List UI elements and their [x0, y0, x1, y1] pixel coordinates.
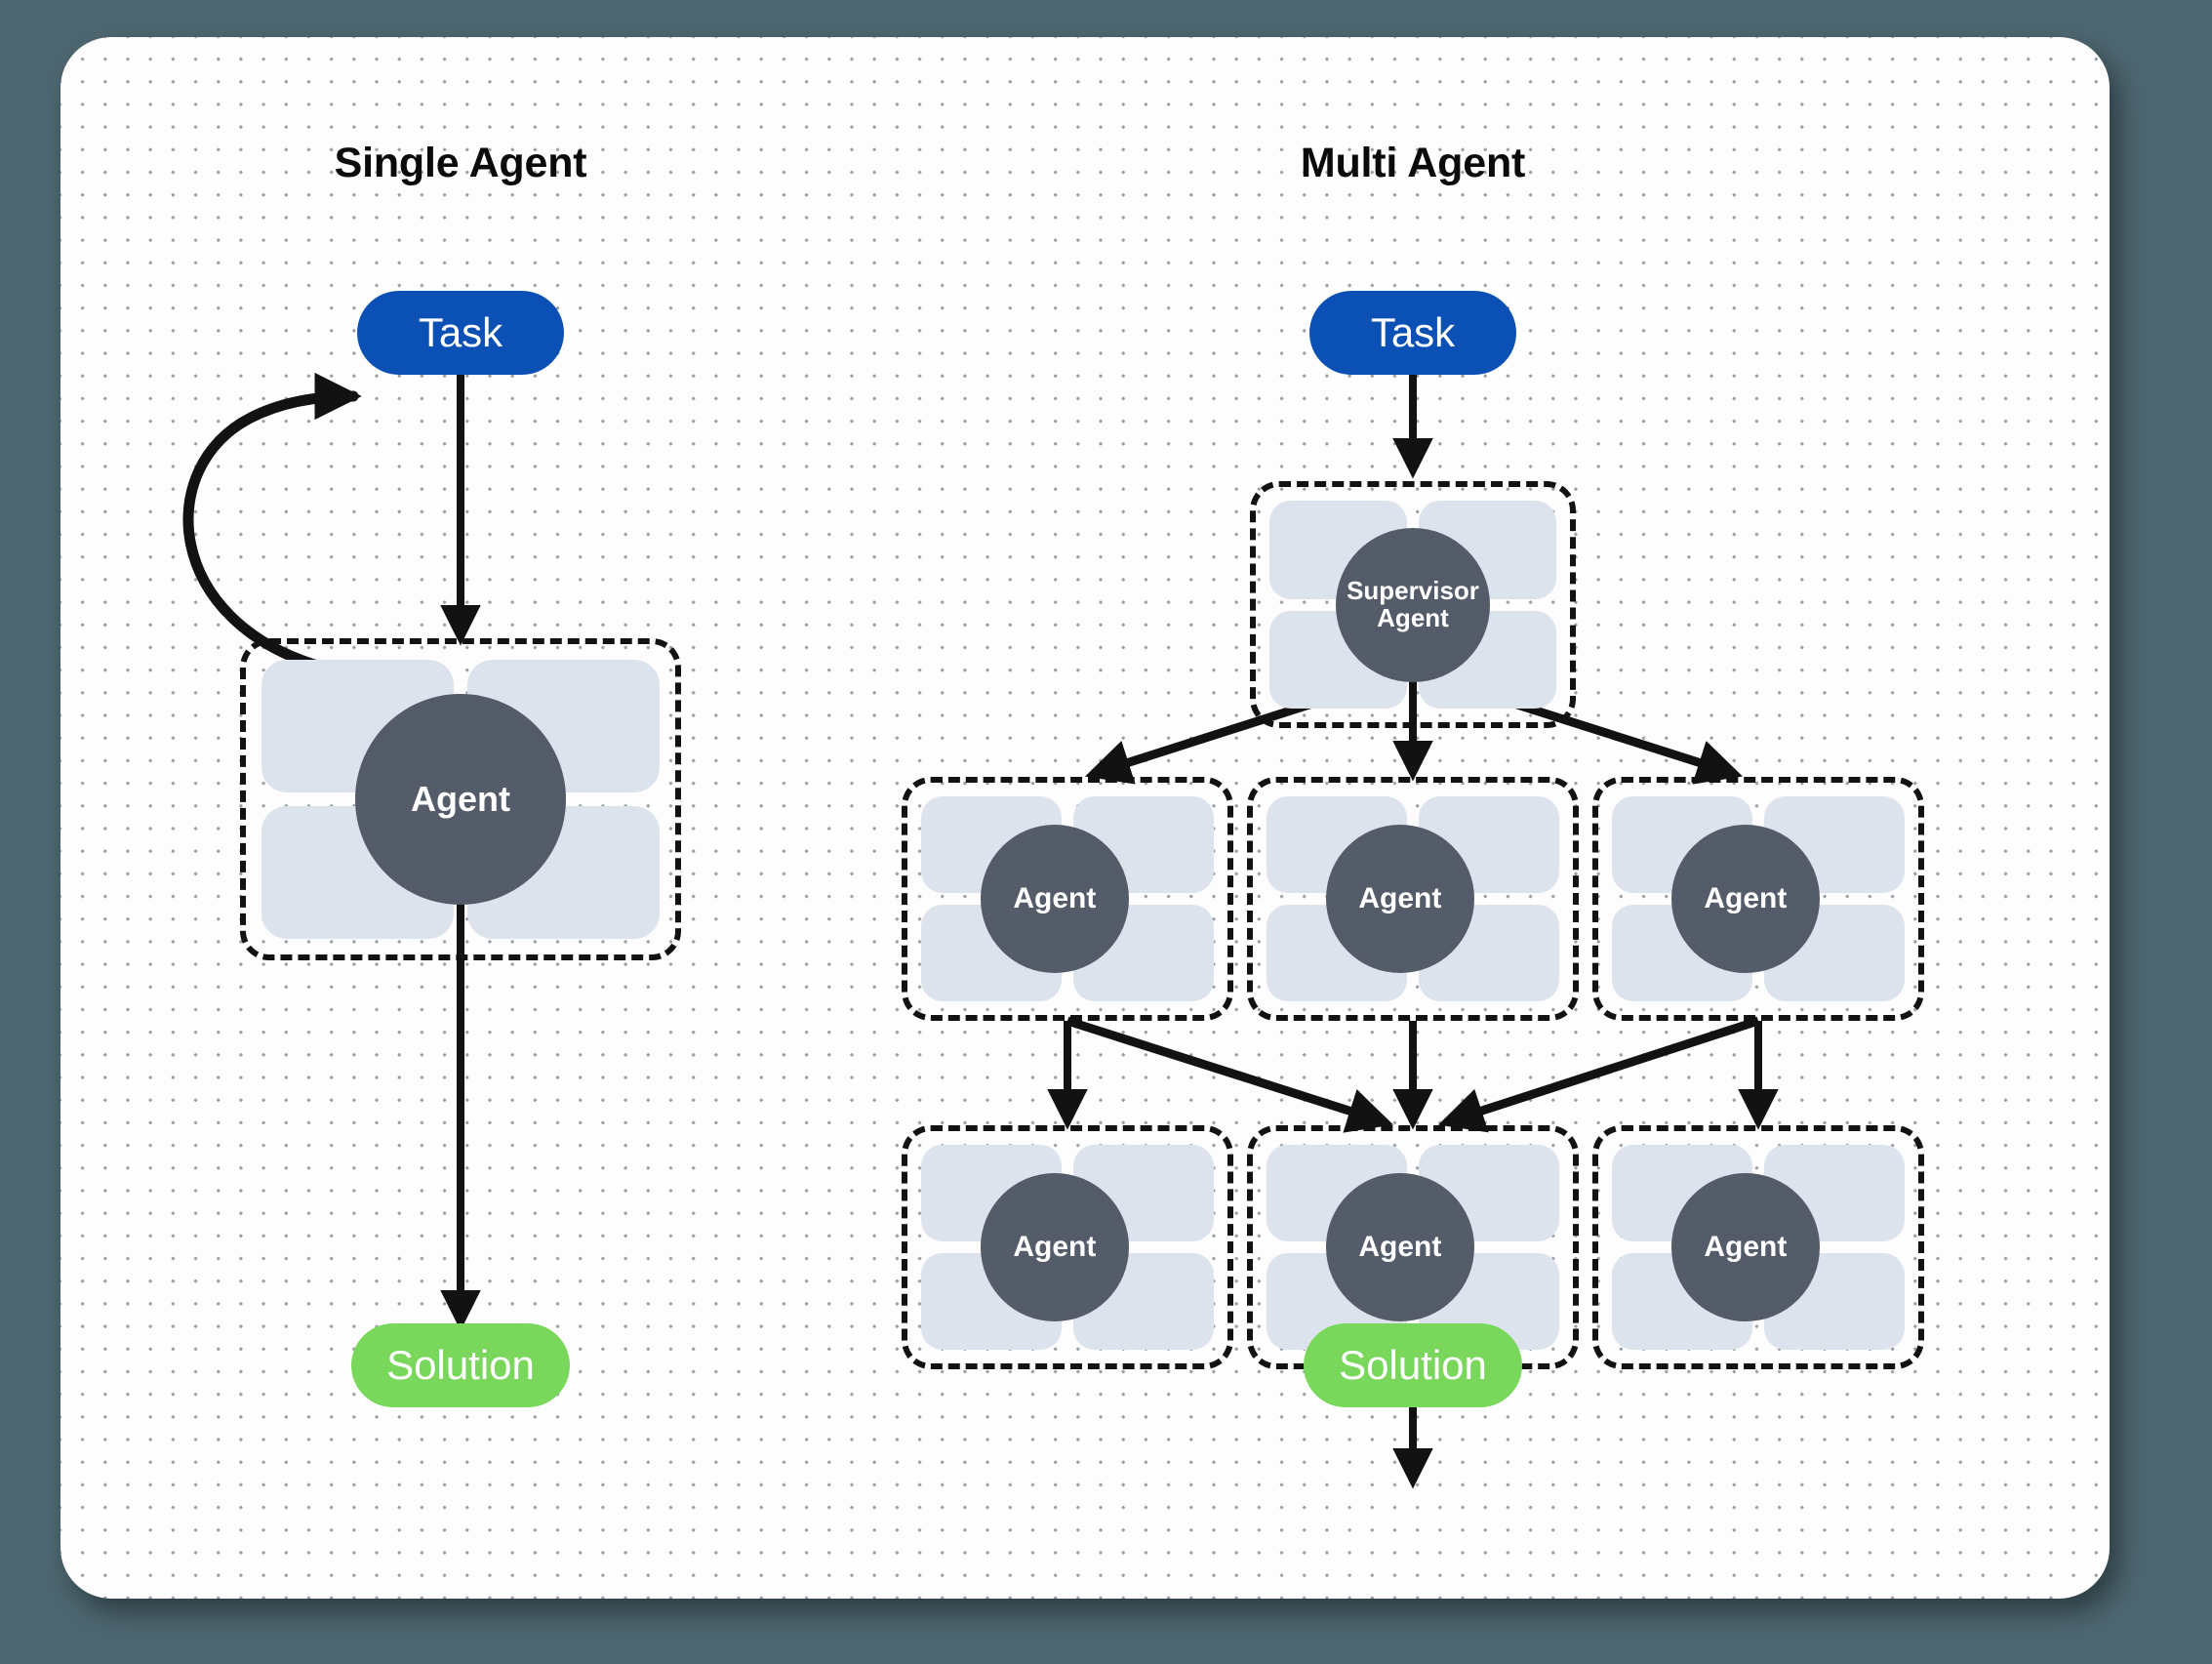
worker-agent-circle: Agent [1325, 825, 1474, 973]
section-title-single-agent: Single Agent [334, 140, 587, 186]
section-title-multi-agent: Multi Agent [1300, 140, 1526, 186]
supervisor-agent-group[interactable]: Supervisor Agent [1250, 481, 1576, 728]
worker-row1-agent-center[interactable]: Agent [1247, 777, 1579, 1021]
single-task-node[interactable]: Task [357, 291, 564, 375]
supervisor-label-line1: Supervisor [1347, 576, 1479, 606]
wire-row1-left-to-center [1066, 1016, 1394, 1133]
worker-agent-circle: Agent [1670, 825, 1820, 973]
worker-row2-agent-right[interactable]: Agent [1592, 1125, 1924, 1369]
multi-solution-node[interactable]: Solution [1304, 1323, 1522, 1407]
diagram-card: Single Agent Task Agent Solution Multi A… [60, 37, 2110, 1599]
worker-agent-circle: Agent [980, 1173, 1129, 1321]
single-agent-group[interactable]: Agent [240, 638, 681, 960]
single-agent-circle: Agent [355, 694, 566, 905]
worker-row2-agent-left[interactable]: Agent [902, 1125, 1233, 1369]
wire-row1-right-to-center [1437, 1016, 1760, 1133]
worker-row1-agent-left[interactable]: Agent [902, 777, 1233, 1021]
wire-single-feedback-loop [182, 372, 362, 673]
worker-agent-circle: Agent [1670, 1173, 1820, 1321]
worker-row1-agent-right[interactable]: Agent [1592, 777, 1924, 1021]
worker-agent-circle: Agent [1325, 1173, 1474, 1321]
supervisor-label-line2: Agent [1377, 602, 1449, 632]
multi-task-node[interactable]: Task [1309, 291, 1516, 375]
single-solution-node[interactable]: Solution [351, 1323, 570, 1407]
supervisor-agent-circle: Supervisor Agent [1336, 527, 1490, 682]
worker-agent-circle: Agent [980, 825, 1129, 973]
